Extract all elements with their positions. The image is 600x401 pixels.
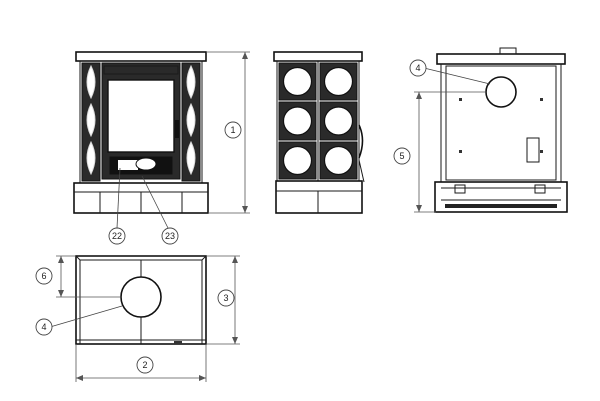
- side-view: [273, 51, 365, 214]
- callout-3: 3: [217, 289, 235, 307]
- flue-offset-dimension: [56, 255, 121, 298]
- svg-text:3: 3: [223, 293, 228, 303]
- svg-text:4: 4: [41, 322, 46, 332]
- width-dimension: [75, 344, 207, 382]
- callout-6: 6: [35, 267, 53, 285]
- callout-4-rear: 4: [409, 59, 427, 77]
- svg-text:6: 6: [41, 271, 46, 281]
- top-view: [74, 255, 208, 345]
- flue-height-dimension: [414, 91, 486, 213]
- svg-text:2: 2: [142, 360, 147, 370]
- height-dimension: [206, 51, 250, 214]
- svg-text:5: 5: [399, 151, 404, 161]
- callout-5: 5: [393, 147, 411, 165]
- svg-text:22: 22: [112, 231, 122, 241]
- rear-view: [434, 47, 568, 213]
- svg-text:23: 23: [165, 231, 175, 241]
- callout-22: 22: [108, 227, 126, 245]
- callout-1: 1: [224, 121, 242, 139]
- svg-text:4: 4: [415, 63, 420, 73]
- callout-23: 23: [161, 227, 179, 245]
- callout-2: 2: [136, 356, 154, 374]
- callout-4-top: 4: [35, 318, 53, 336]
- front-view: [73, 51, 209, 214]
- svg-text:1: 1: [230, 125, 235, 135]
- depth-dimension: [206, 255, 240, 345]
